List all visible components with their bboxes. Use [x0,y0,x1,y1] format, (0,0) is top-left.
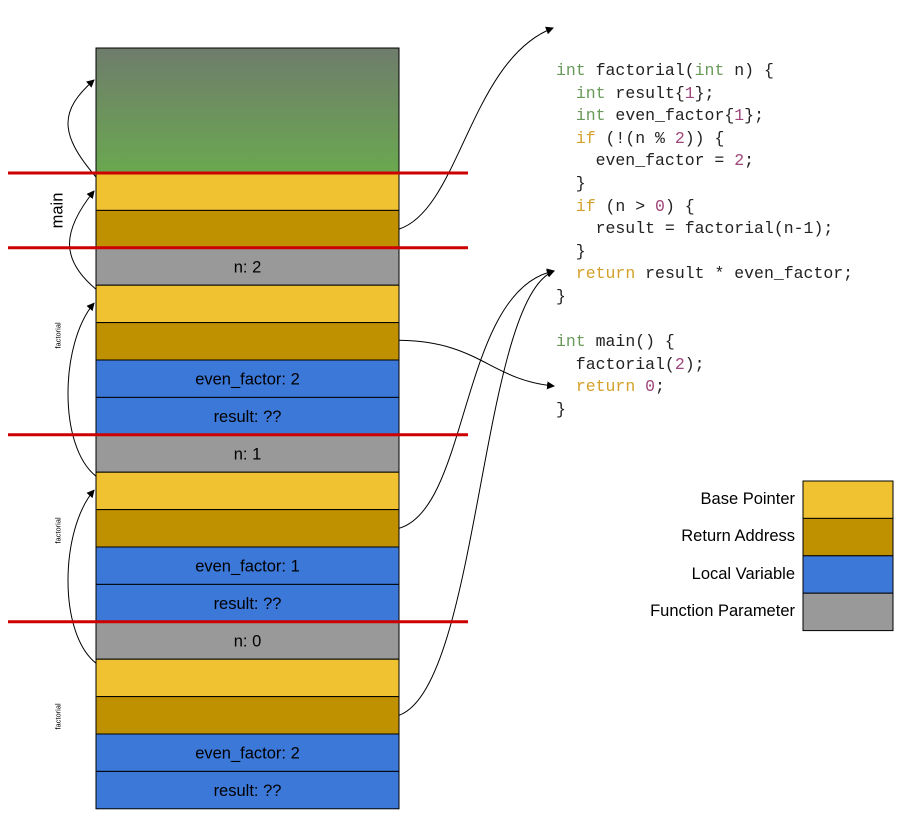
code-line: result = factorial(n-1); [556,219,834,239]
code-line: int factorial(int n) { [556,61,774,80]
stack-cell-label: n: 1 [234,446,262,464]
frame-label-main: main [48,192,67,228]
stack-cell-label: even_factor: 2 [195,745,300,763]
stack-cell-local-variable [95,770,400,810]
stack-cell-return-address [95,322,400,361]
frame-label-factorial: factorial [53,702,63,730]
stack-cell-return-address [95,509,400,548]
stack-cell-base-pointer [95,172,400,211]
code-line: return result * even_factor; [575,264,854,284]
legend-swatch-function-parameter [802,592,894,632]
stack-cell-local-variable [95,359,400,398]
stack-cell-function-parameter [95,247,400,286]
code-line: int main() { [556,332,675,352]
base-pointer-arrow [67,302,97,477]
stack-cell-label: even_factor: 1 [195,558,300,576]
code-line: } [556,399,566,419]
code-line: int even_factor{1}; [575,106,764,126]
stack-cell-label: n: 2 [234,259,262,277]
legend-label: Function Parameter [650,601,795,620]
code-line: factorial(2); [556,354,705,374]
source-code: int factorial(int n) { int result{1}; in… [556,60,853,422]
stack-cell-local-variable [95,733,400,772]
stack-cell-label: result: ?? [214,782,282,800]
stack-cell-base-pointer [95,284,400,324]
stack-cell-function-parameter [95,434,400,473]
frame-label-factorial: factorial [53,516,63,544]
code-line: } [556,173,586,193]
stack-cell-local-variable [95,583,400,623]
stack-cell-label: n: 0 [234,633,262,651]
code-line: } [556,286,566,306]
return-address-arrow [398,26,554,230]
base-pointer-arrow [67,489,97,664]
stack-cell-base-pointer [95,471,400,511]
code-line: } [556,241,586,261]
return-address-arrow [398,339,555,390]
stack-cell-label: result: ?? [214,595,282,613]
code-line: if (!(n % 2)) { [575,128,725,148]
stack-cell-label: even_factor: 2 [195,371,300,389]
legend-swatch-base-pointer [802,480,894,519]
base-pointer-arrow [67,79,97,178]
legend-label: Base Pointer [700,489,795,508]
stack-cell-label: result: ?? [214,408,282,426]
code-line: even_factor = 2; [556,151,755,171]
frame-label-factorial: factorial [53,321,63,349]
stack-cell-return-address [95,209,400,249]
stack-cell-local-variable [95,546,400,585]
code-line: return 0; [575,377,665,397]
legend-label: Return Address [681,527,795,546]
stack-cell-return-address [95,696,400,735]
code-line: int result{1}; [575,83,715,103]
stack-cell-base-pointer [95,658,400,698]
legend-label: Local Variable [691,564,795,583]
base-pointer-arrow [69,190,97,290]
legend-swatch-return-address [802,517,894,557]
return-address-arrow [398,269,555,716]
code-line: if (n > 0) { [575,196,695,216]
return-address-arrow [398,268,555,529]
legend-swatch-local-variable [802,555,894,594]
caller-region [95,47,400,174]
